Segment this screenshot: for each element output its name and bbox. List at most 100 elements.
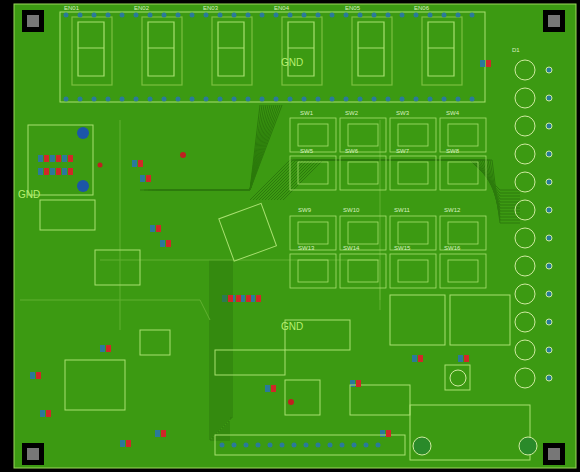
pad: [340, 443, 345, 448]
trace: [176, 105, 278, 190]
trace: [265, 160, 520, 205]
pad: [372, 13, 377, 18]
led-outline: [515, 60, 535, 80]
smd-pad: [380, 430, 385, 437]
switch-outline: [340, 118, 386, 152]
smd-pad: [155, 430, 160, 437]
smd-pad: [40, 410, 45, 417]
pad: [344, 97, 349, 102]
pad: [386, 13, 391, 18]
switch-body: [298, 222, 328, 244]
switch-body: [448, 260, 478, 282]
pad: [302, 97, 307, 102]
switch-body: [348, 162, 378, 184]
switch-outline: [440, 156, 486, 190]
ref-label: EN01: [64, 5, 79, 11]
switch-body: [398, 222, 428, 244]
pad: [288, 13, 293, 18]
pad: [400, 13, 405, 18]
trace: [180, 105, 280, 190]
pad: [244, 443, 249, 448]
smd-pad: [150, 225, 155, 232]
pad: [162, 97, 167, 102]
smd-pad: [386, 430, 391, 437]
pad: [304, 443, 309, 448]
smd-pad: [156, 225, 161, 232]
trace: [262, 160, 520, 202]
smd-pad: [100, 345, 105, 352]
pad: [400, 97, 405, 102]
pad: [288, 97, 293, 102]
led-pad: [546, 179, 552, 185]
pad: [376, 443, 381, 448]
switch-body: [448, 162, 478, 184]
pad: [280, 443, 285, 448]
trace: [20, 120, 380, 330]
pad: [292, 443, 297, 448]
trace: [226, 260, 230, 424]
pad: [414, 13, 419, 18]
pad: [204, 13, 209, 18]
switch-body: [448, 222, 478, 244]
trace: [228, 260, 230, 422]
smd-pad: [480, 60, 485, 67]
led-pad: [546, 291, 552, 297]
smd-pad: [228, 295, 233, 302]
pad: [134, 97, 139, 102]
pad: [386, 97, 391, 102]
led-outline: [515, 88, 535, 108]
pad: [428, 97, 433, 102]
smd-pad: [36, 372, 41, 379]
pad: [344, 13, 349, 18]
led-pad: [546, 375, 552, 381]
smd-pad: [56, 168, 61, 175]
pad: [218, 13, 223, 18]
digit-frame: [72, 17, 112, 85]
led-outline: [515, 312, 535, 332]
led-outline: [515, 256, 535, 276]
led-pad: [546, 123, 552, 129]
trace: [212, 260, 230, 438]
trace: [220, 260, 230, 430]
smd-pad: [140, 175, 145, 182]
switch-outline: [390, 156, 436, 190]
pad: [218, 97, 223, 102]
pad: [232, 97, 237, 102]
smd-pad: [44, 168, 49, 175]
pad: [232, 443, 237, 448]
ref-label: SW13: [298, 245, 314, 251]
smd-pad: [62, 168, 67, 175]
ref-label: D1: [512, 47, 520, 53]
switch-outline: [440, 254, 486, 288]
trace: [218, 260, 230, 432]
pad: [246, 97, 251, 102]
ref-label: SW4: [446, 110, 459, 116]
smd-pad: [46, 410, 51, 417]
smd-pad: [56, 155, 61, 162]
smd-pad: [50, 168, 55, 175]
switch-outline: [440, 118, 486, 152]
switch-outline: [390, 118, 436, 152]
ref-label: SW7: [396, 148, 409, 154]
ref-label: EN02: [134, 5, 149, 11]
led-pad: [546, 95, 552, 101]
pad: [190, 13, 195, 18]
pad: [414, 97, 419, 102]
smd-pad: [246, 295, 251, 302]
smd-pad: [356, 380, 361, 387]
trace: [140, 105, 260, 190]
ref-label: SW11: [394, 207, 410, 213]
switch-outline: [390, 254, 436, 288]
pad: [148, 97, 153, 102]
net-label: GND: [281, 322, 303, 332]
switch-outline: [340, 156, 386, 190]
pad: [372, 97, 377, 102]
switch-body: [398, 162, 428, 184]
smd-pad: [350, 380, 355, 387]
ref-label: SW16: [444, 245, 460, 251]
led-outline: [515, 200, 535, 220]
led-pad: [546, 67, 552, 73]
trace: [168, 105, 274, 190]
switch-body: [398, 260, 428, 282]
led-pad: [546, 347, 552, 353]
